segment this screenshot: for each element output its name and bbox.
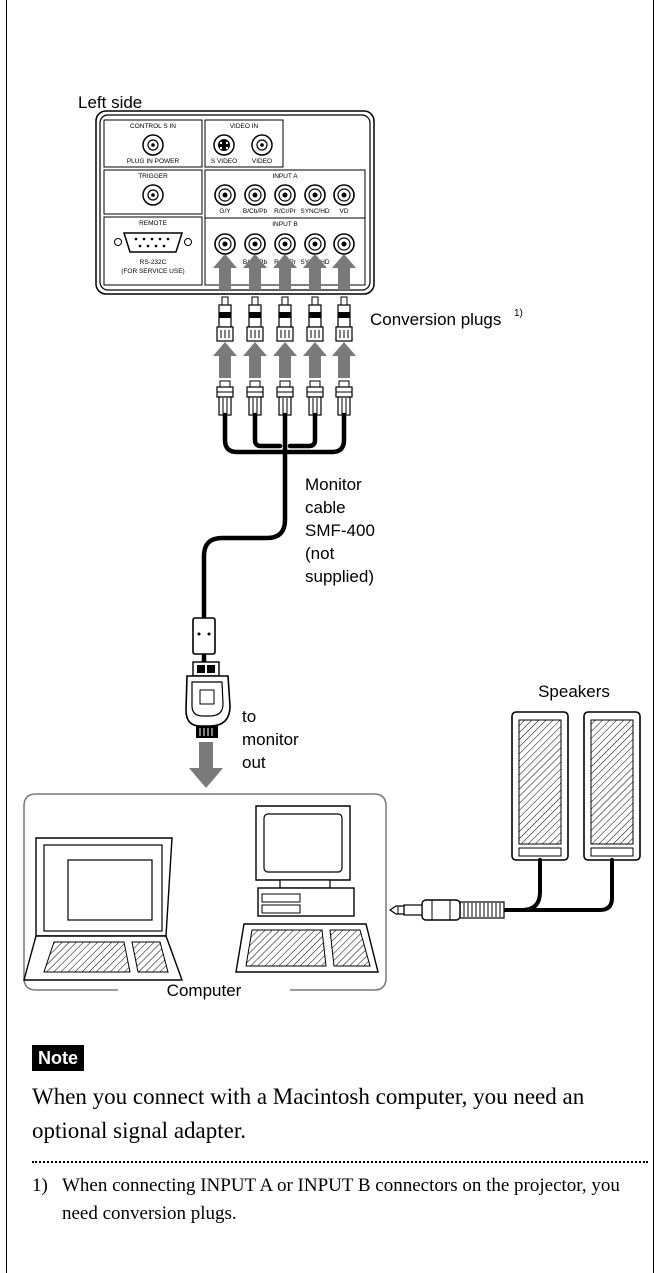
video-label: VIDEO xyxy=(252,158,272,165)
speaker-cable xyxy=(498,858,614,912)
left-side-label: Left side xyxy=(78,93,142,112)
input-a-port-label: VD xyxy=(339,208,348,215)
input-a-port-label: B/Cb/Pb xyxy=(243,208,268,215)
conversion-plugs-footnote-ref: 1) xyxy=(514,308,523,319)
footnote-mark: 1) xyxy=(32,1175,48,1196)
desktop-computer-icon xyxy=(235,805,379,973)
conversion-plugs xyxy=(216,296,353,342)
monitor-cable-label-line: SMF-400 xyxy=(305,521,375,540)
computer-group-frame xyxy=(23,793,387,991)
rs232c-port xyxy=(122,232,184,253)
stereo-mini-plug xyxy=(388,899,505,921)
note-badge: Note xyxy=(32,1045,84,1071)
service-use-label: (FOR SERVICE USE) xyxy=(121,268,184,275)
trigger-label: TRIGGER xyxy=(138,173,168,180)
remote-label: REMOTE xyxy=(139,220,167,227)
input-a-port-label: R/Cr/Pr xyxy=(274,208,297,215)
connection-diagram: Left side CONTROL S IN PLUG IN POWER VID… xyxy=(23,93,641,1000)
plug-in-power-label: PLUG IN POWER xyxy=(127,158,180,165)
speaker-right-icon xyxy=(583,711,641,861)
monitor-cable-label-line: supplied) xyxy=(305,567,374,586)
rs232c-label: RS-232C xyxy=(140,259,167,266)
video-in-label: VIDEO IN xyxy=(230,123,259,130)
to-monitor-out-line: monitor xyxy=(242,730,299,749)
control-s-in-label: CONTROL S IN xyxy=(130,123,176,130)
laptop-icon xyxy=(23,837,183,981)
speakers-label: Speakers xyxy=(538,682,610,701)
monitor-cable-label-line: cable xyxy=(305,498,346,517)
footnote-text: When connecting INPUT A or INPUT B conne… xyxy=(62,1175,620,1224)
projector-side-panel: CONTROL S IN PLUG IN POWER VIDEO IN S VI… xyxy=(95,110,375,295)
input-a-label: INPUT A xyxy=(272,173,298,180)
to-monitor-out-line: out xyxy=(242,753,266,772)
bnc-arrows xyxy=(213,342,356,378)
s-video-label: S VIDEO xyxy=(211,158,237,165)
ferrite-core xyxy=(192,617,216,655)
computer-label: Computer xyxy=(167,981,242,1000)
page-frame-left xyxy=(6,0,7,1273)
speaker-left-icon xyxy=(511,711,569,861)
page-frame-right xyxy=(653,0,654,1273)
bnc-connectors xyxy=(216,380,353,416)
monitor-cable-label-line: (not xyxy=(305,544,335,563)
footnote: 1) When connecting INPUT A or INPUT B co… xyxy=(32,1172,648,1228)
monitor-cable-label-line: Monitor xyxy=(305,475,362,494)
input-a-port-label: SYNC/HD xyxy=(300,208,330,215)
dsub-connector xyxy=(185,661,231,738)
to-monitor-out-line: to xyxy=(242,707,256,726)
down-arrow xyxy=(189,742,223,788)
input-b-label: INPUT B xyxy=(272,221,298,228)
monitor-cable xyxy=(201,412,347,621)
conversion-plugs-label: Conversion plugs xyxy=(370,310,501,329)
footnote-separator xyxy=(32,1161,648,1163)
input-a-port-label: G/Y xyxy=(219,208,231,215)
note-text: When you connect with a Macintosh comput… xyxy=(32,1084,585,1143)
